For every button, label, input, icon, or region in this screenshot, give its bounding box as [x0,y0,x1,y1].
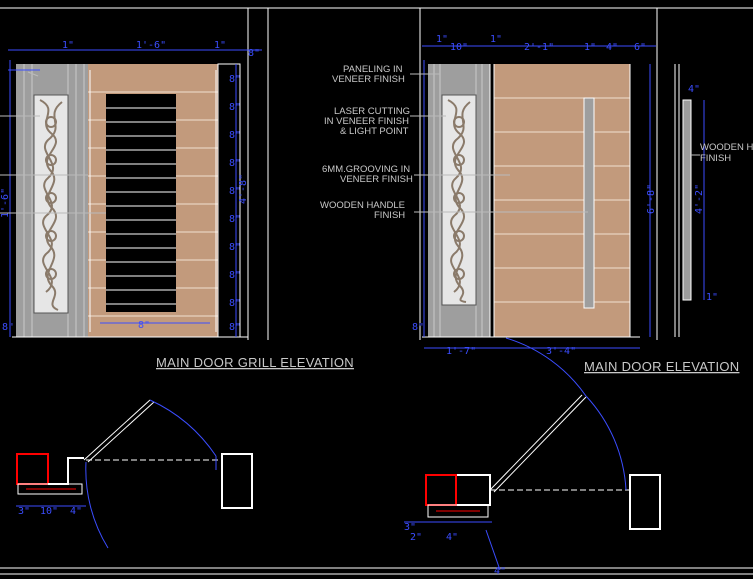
grill-plan-red-box [16,453,49,485]
grill-dim-top-3: 8" [248,48,260,59]
grill-black-panel [106,94,176,312]
grill-plan-wall [221,453,253,509]
grill-dimension-lines [8,49,262,337]
door-leader-lines [410,73,700,213]
grill-dim-row-5: 8" [229,214,241,225]
door-plan-dim-3: 4" [494,566,506,577]
door-plan-dim-0: 3" [404,522,416,533]
note-paneling-0: PANELING IN [343,64,403,75]
grill-dim-top-0: 1" [62,40,74,51]
door-plan [404,337,661,571]
door-veneer-lines [494,97,630,303]
door-dim-top-4: 1" [584,42,596,53]
note-grooving-0: 6MM.GROOVING IN [322,164,410,175]
grill-leader-lines [0,71,106,214]
grill-dim-row-2: 8" [229,130,241,141]
grill-plan-dims: 3" 10" 4" [18,506,82,517]
grill-plan-dim-0: 3" [18,506,30,517]
grill-dim-row-4: 8" [229,186,241,197]
grill-laser-pattern [39,99,63,311]
door-wooden-handle [583,97,595,309]
door-plan-wall [629,474,661,530]
note-grooving-1: VENEER FINISH [340,174,413,185]
door-dim-side-1: 8" [412,322,424,333]
door-dim-top-1: 10" [450,42,468,53]
handle-dim-1: 4'-2" [694,184,705,214]
grill-dim-bottom-1: 8" [138,320,150,331]
door-dim-top-3: 2'-1" [524,42,554,53]
grill-plan-dim-2: 4" [70,506,82,517]
grill-plan-dim-1: 10" [40,506,58,517]
door-plan-dim-2: 4" [446,532,458,543]
door-dim-side-0: 6'-8" [646,184,657,214]
door-plan-dims: 3" 2" 4" 4" [404,522,506,577]
grill-dim-row-8: 8" [229,298,241,309]
grill-dim-top-2: 1" [214,40,226,51]
handle-side-profile [682,99,692,301]
note-laser-1: IN VENEER FINISH [324,116,409,127]
door-dim-top-5: 4" [606,42,618,53]
door-dimension-texts: 1" 10" 1" 2'-1" 1" 4" 6" 6'-8" 8" 1'-7" … [412,34,718,357]
grill-plan [16,399,253,549]
note-laser-2: & LIGHT POINT [340,126,409,137]
grill-dim-side-1: 4'-8" [238,174,249,204]
grill-dim-row-7: 8" [229,270,241,281]
door-dim-bottom-0: 1'-7" [446,346,476,357]
grill-bars [106,107,176,305]
grill-dimension-texts: 1" 1'-6" 1" 8" 1'-6" 4'-8" 8" 8" 8" 8" 8… [0,40,260,333]
door-dim-bottom-1: 3'-4" [546,346,576,357]
door-dim-top-6: 6" [634,42,646,53]
note-handle-right-1: FINISH [700,153,731,164]
note-paneling-1: VENEER FINISH [332,74,405,85]
grill-dim-row-6: 8" [229,242,241,253]
handle-dim-0: 4" [688,84,700,95]
door-plan-red-box [425,474,457,506]
door-plan-box [425,474,491,506]
grill-dim-row-0: 8" [229,74,241,85]
door-notes: PANELING IN VENEER FINISH LASER CUTTING … [320,64,753,221]
door-dim-top-2: 1" [490,34,502,45]
note-handle-1: FINISH [374,210,405,221]
note-laser-0: LASER CUTTING [334,106,410,117]
door-elevation-title: MAIN DOOR ELEVATION [584,359,739,374]
note-handle-right-0: WOODEN H [700,142,753,153]
door-elevation [422,64,692,338]
door-laser-pattern [447,99,471,303]
grill-elevation [12,63,248,338]
grill-dim-side-0: 1'-6" [0,188,11,218]
grill-dim-row-1: 8" [229,102,241,113]
grill-elevation-title: MAIN DOOR GRILL ELEVATION [156,355,354,370]
note-handle-0: WOODEN HANDLE [320,200,405,211]
handle-dim-2: 1" [706,292,718,303]
grill-dim-bottom-0: 8" [2,322,14,333]
grill-dim-top-1: 1'-6" [136,40,166,51]
sheet-frame-lines [0,7,753,575]
grill-dim-row-9: 8" [229,322,241,333]
door-dim-top-0: 1" [436,34,448,45]
door-plan-dim-1: 2" [410,532,422,543]
grill-dim-row-3: 8" [229,158,241,169]
